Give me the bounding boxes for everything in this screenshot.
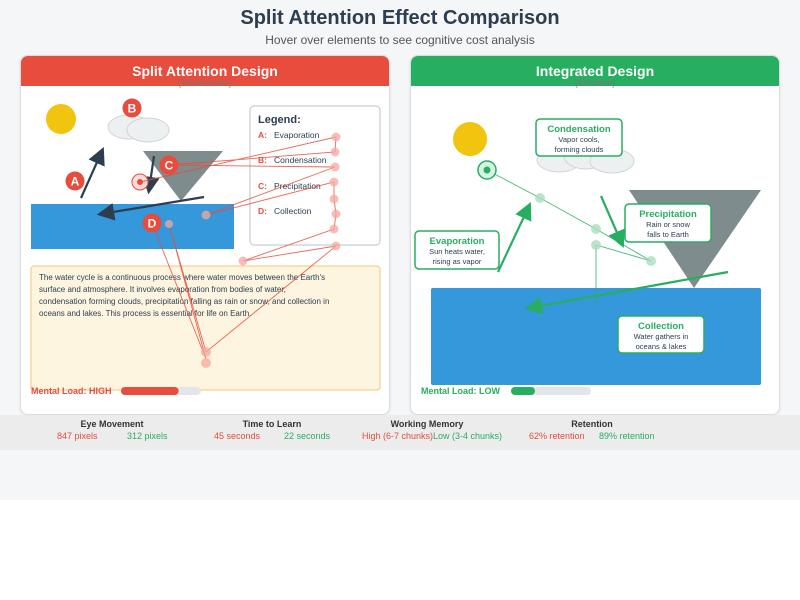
callout-precipitation[interactable]: Precipitation Rain or snow falls to Eart…: [624, 203, 712, 243]
marker-a[interactable]: A: [65, 171, 85, 191]
stat-split-value: 45 seconds: [214, 431, 261, 441]
svg-text:falls to Earth: falls to Earth: [647, 230, 689, 239]
stat-working-memory: Working Memory High (6-7 chunks) Low (3-…: [327, 415, 527, 450]
svg-text:Rain or snow: Rain or snow: [646, 220, 690, 229]
legend-title: Legend:: [258, 114, 301, 126]
sun-icon: [453, 122, 487, 156]
stat-time-to-learn: Time to Learn 45 seconds 22 seconds: [172, 415, 372, 450]
legend-key-a: A:: [258, 130, 267, 140]
stat-label: Time to Learn: [242, 419, 302, 429]
eye-movement-path: [486, 169, 652, 304]
integrated-diagram: Condensation Vapor cools, forming clouds…: [414, 118, 761, 396]
stat-split-value: High (6-7 chunks): [362, 431, 434, 441]
svg-text:oceans & lakes: oceans & lakes: [636, 342, 687, 351]
stat-retention: Retention 62% retention 89% retention: [492, 415, 692, 450]
split-panel-subtitle: (Problematic): [178, 78, 232, 88]
svg-text:C: C: [165, 159, 174, 173]
water-body: [31, 204, 234, 249]
svg-text:A: A: [71, 175, 80, 189]
evaporation-arrow: [79, 146, 105, 199]
legend-label-precipitation: Precipitation: [274, 181, 321, 191]
evaporation-arrow: [497, 202, 532, 273]
stat-split-value: 62% retention: [529, 431, 585, 441]
stat-integrated-value: Low (3-4 chunks): [433, 431, 503, 441]
svg-text:B: B: [128, 102, 137, 116]
eye-fixation-points: [535, 193, 656, 266]
integrated-panel-title: Integrated Design: [535, 63, 655, 79]
marker-b[interactable]: B: [122, 98, 142, 118]
split-mental-load-label: Mental Load: HIGH: [31, 386, 112, 396]
integrated-design-panel: Integrated Design (Effective): [410, 55, 780, 415]
description-box: The water cycle is a continuous process …: [30, 265, 381, 391]
mountain-shape: [143, 151, 223, 201]
legend-key-d: D:: [258, 206, 267, 216]
sun-icon: [46, 104, 76, 134]
split-attention-panel: Split Attention Design (Problematic) A: [20, 55, 390, 415]
split-panel-header: Split Attention Design (Problematic): [21, 56, 389, 88]
precipitation-arrow: [142, 155, 160, 195]
split-mental-load-fill: [121, 387, 179, 395]
description-line-1: The water cycle is a continuous process …: [39, 273, 325, 282]
legend-label-evaporation: Evaporation: [274, 130, 320, 140]
water-body: [431, 288, 761, 385]
description-line-4: oceans and lakes. This process is essent…: [39, 309, 251, 318]
split-diagram: A B C D Legend: A: Evaporation B: Conden…: [30, 98, 381, 396]
stat-split-value: 847 pixels: [57, 431, 98, 441]
page-title: Split Attention Effect Comparison: [240, 7, 560, 29]
stat-label: Working Memory: [390, 419, 464, 429]
legend-box: Legend: A: Evaporation B: Condensation C…: [249, 105, 381, 246]
gaze-target: [477, 160, 497, 180]
cloud-icon: [107, 114, 170, 143]
stat-integrated-value: 89% retention: [599, 431, 655, 441]
stat-integrated-value: 22 seconds: [284, 431, 331, 441]
legend-label-collection: Collection: [274, 206, 312, 216]
precipitation-arrow: [599, 195, 625, 249]
legend-label-condensation: Condensation: [274, 155, 327, 165]
svg-text:Evaporation: Evaporation: [430, 236, 485, 247]
stat-label: Eye Movement: [80, 419, 144, 429]
svg-text:Condensation: Condensation: [547, 124, 611, 135]
stat-eye-movement: Eye Movement 847 pixels 312 pixels: [12, 415, 212, 450]
svg-text:Precipitation: Precipitation: [639, 209, 697, 220]
integrated-panel-header: Integrated Design (Effective): [411, 56, 779, 88]
collection-arrow: [524, 270, 729, 315]
svg-text:Collection: Collection: [638, 321, 684, 332]
svg-text:forming clouds: forming clouds: [555, 145, 604, 154]
integrated-mental-load-fill: [511, 387, 535, 395]
legend-key-b: B:: [258, 155, 267, 165]
eye-movement-path: [139, 136, 338, 360]
page-subtitle: Hover over elements to see cognitive cos…: [265, 33, 535, 47]
svg-text:Vapor cools,: Vapor cools,: [558, 135, 599, 144]
collection-arrow: [96, 195, 205, 221]
stat-label: Retention: [571, 419, 613, 429]
description-line-3: condensation forming clouds, precipitati…: [39, 297, 329, 306]
stat-integrated-value: 312 pixels: [127, 431, 168, 441]
split-panel-title: Split Attention Design: [132, 63, 278, 79]
description-line-2: surface and atmosphere. It involves evap…: [39, 285, 286, 294]
svg-text:Water gathers in: Water gathers in: [634, 332, 689, 341]
callout-collection[interactable]: Collection Water gathers in oceans & lak…: [617, 315, 705, 354]
legend-key-c: C:: [258, 181, 267, 191]
callout-evaporation[interactable]: Evaporation Sun heats water, rising as v…: [414, 230, 500, 270]
comparison-stats-bar: Eye Movement 847 pixels 312 pixels Time …: [0, 415, 800, 450]
eye-fixation-points: [165, 132, 341, 368]
svg-text:Sun heats water,: Sun heats water,: [429, 247, 485, 256]
callout-condensation[interactable]: Condensation Vapor cools, forming clouds: [535, 118, 623, 157]
svg-text:rising as vapor: rising as vapor: [433, 257, 482, 266]
integrated-mental-load-label: Mental Load: LOW: [421, 386, 500, 396]
integrated-panel-subtitle: (Effective): [574, 78, 616, 88]
